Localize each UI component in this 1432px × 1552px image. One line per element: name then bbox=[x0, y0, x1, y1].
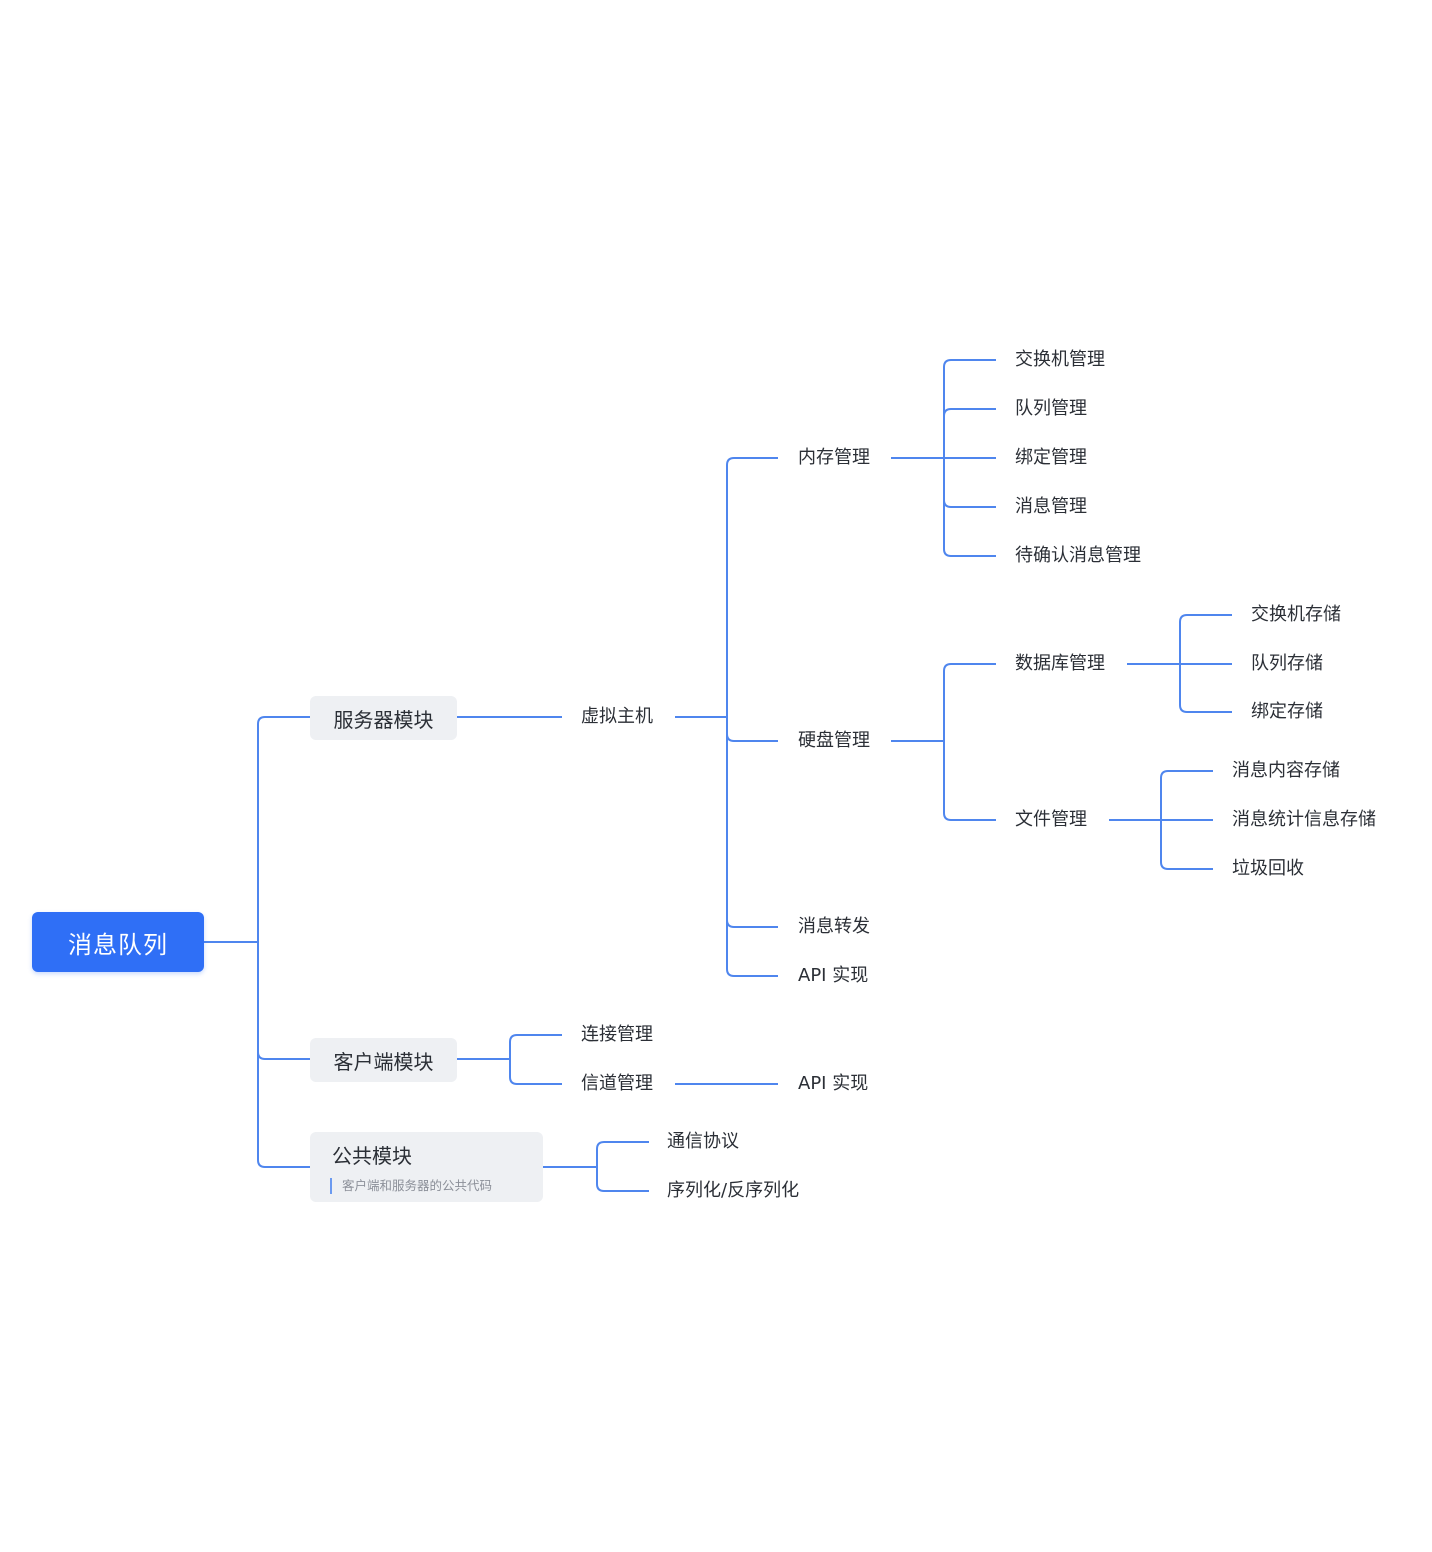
server-module-node[interactable]: 服务器模块 bbox=[310, 696, 457, 740]
connector-vhost-api bbox=[726, 968, 778, 977]
node-exchange-management[interactable]: 交换机管理 bbox=[1015, 349, 1105, 370]
node-garbage-collection[interactable]: 垃圾回收 bbox=[1232, 858, 1304, 879]
node-serialization[interactable]: 序列化/反序列化 bbox=[667, 1180, 800, 1201]
node-unacked-message-management[interactable]: 待确认消息管理 bbox=[1015, 545, 1141, 566]
node-database-management[interactable]: 数据库管理 bbox=[1015, 653, 1105, 674]
node-virtual-host[interactable]: 虚拟主机 bbox=[581, 706, 653, 727]
client-module-label: 客户端模块 bbox=[333, 1049, 434, 1074]
common-module-node[interactable]: 公共模块 客户端和服务器的公共代码 bbox=[310, 1132, 543, 1202]
node-binding-management[interactable]: 绑定管理 bbox=[1015, 447, 1087, 468]
node-message-content-storage[interactable]: 消息内容存储 bbox=[1232, 760, 1340, 781]
connector-disk bbox=[726, 733, 778, 742]
common-module-note: 客户端和服务器的公共代码 bbox=[330, 1178, 543, 1194]
node-disk-management[interactable]: 硬盘管理 bbox=[798, 730, 870, 751]
node-queue-storage[interactable]: 队列存储 bbox=[1251, 653, 1323, 674]
connector-forward bbox=[726, 919, 778, 928]
node-message-management[interactable]: 消息管理 bbox=[1015, 496, 1087, 517]
node-message-forwarding[interactable]: 消息转发 bbox=[798, 916, 870, 937]
node-message-stats-storage[interactable]: 消息统计信息存储 bbox=[1232, 809, 1376, 830]
node-queue-management[interactable]: 队列管理 bbox=[1015, 398, 1087, 419]
connector-server bbox=[257, 716, 310, 725]
node-server-api[interactable]: API 实现 bbox=[798, 965, 869, 986]
node-channel-management[interactable]: 信道管理 bbox=[581, 1073, 653, 1094]
node-exchange-storage[interactable]: 交换机存储 bbox=[1251, 604, 1341, 625]
client-module-node[interactable]: 客户端模块 bbox=[310, 1038, 457, 1082]
common-module-label: 公共模块 bbox=[332, 1144, 412, 1168]
connector-memory bbox=[726, 457, 778, 466]
node-file-management[interactable]: 文件管理 bbox=[1015, 809, 1087, 830]
connector-client bbox=[257, 1051, 310, 1060]
server-module-label: 服务器模块 bbox=[333, 707, 434, 732]
root-label: 消息队列 bbox=[68, 930, 168, 959]
node-binding-storage[interactable]: 绑定存储 bbox=[1251, 701, 1323, 722]
node-protocol[interactable]: 通信协议 bbox=[667, 1131, 739, 1152]
connector-common bbox=[257, 1159, 310, 1168]
node-connection-management[interactable]: 连接管理 bbox=[581, 1024, 653, 1045]
node-client-api[interactable]: API 实现 bbox=[798, 1073, 869, 1094]
root-node[interactable]: 消息队列 bbox=[32, 912, 204, 972]
node-memory-management[interactable]: 内存管理 bbox=[798, 447, 870, 468]
